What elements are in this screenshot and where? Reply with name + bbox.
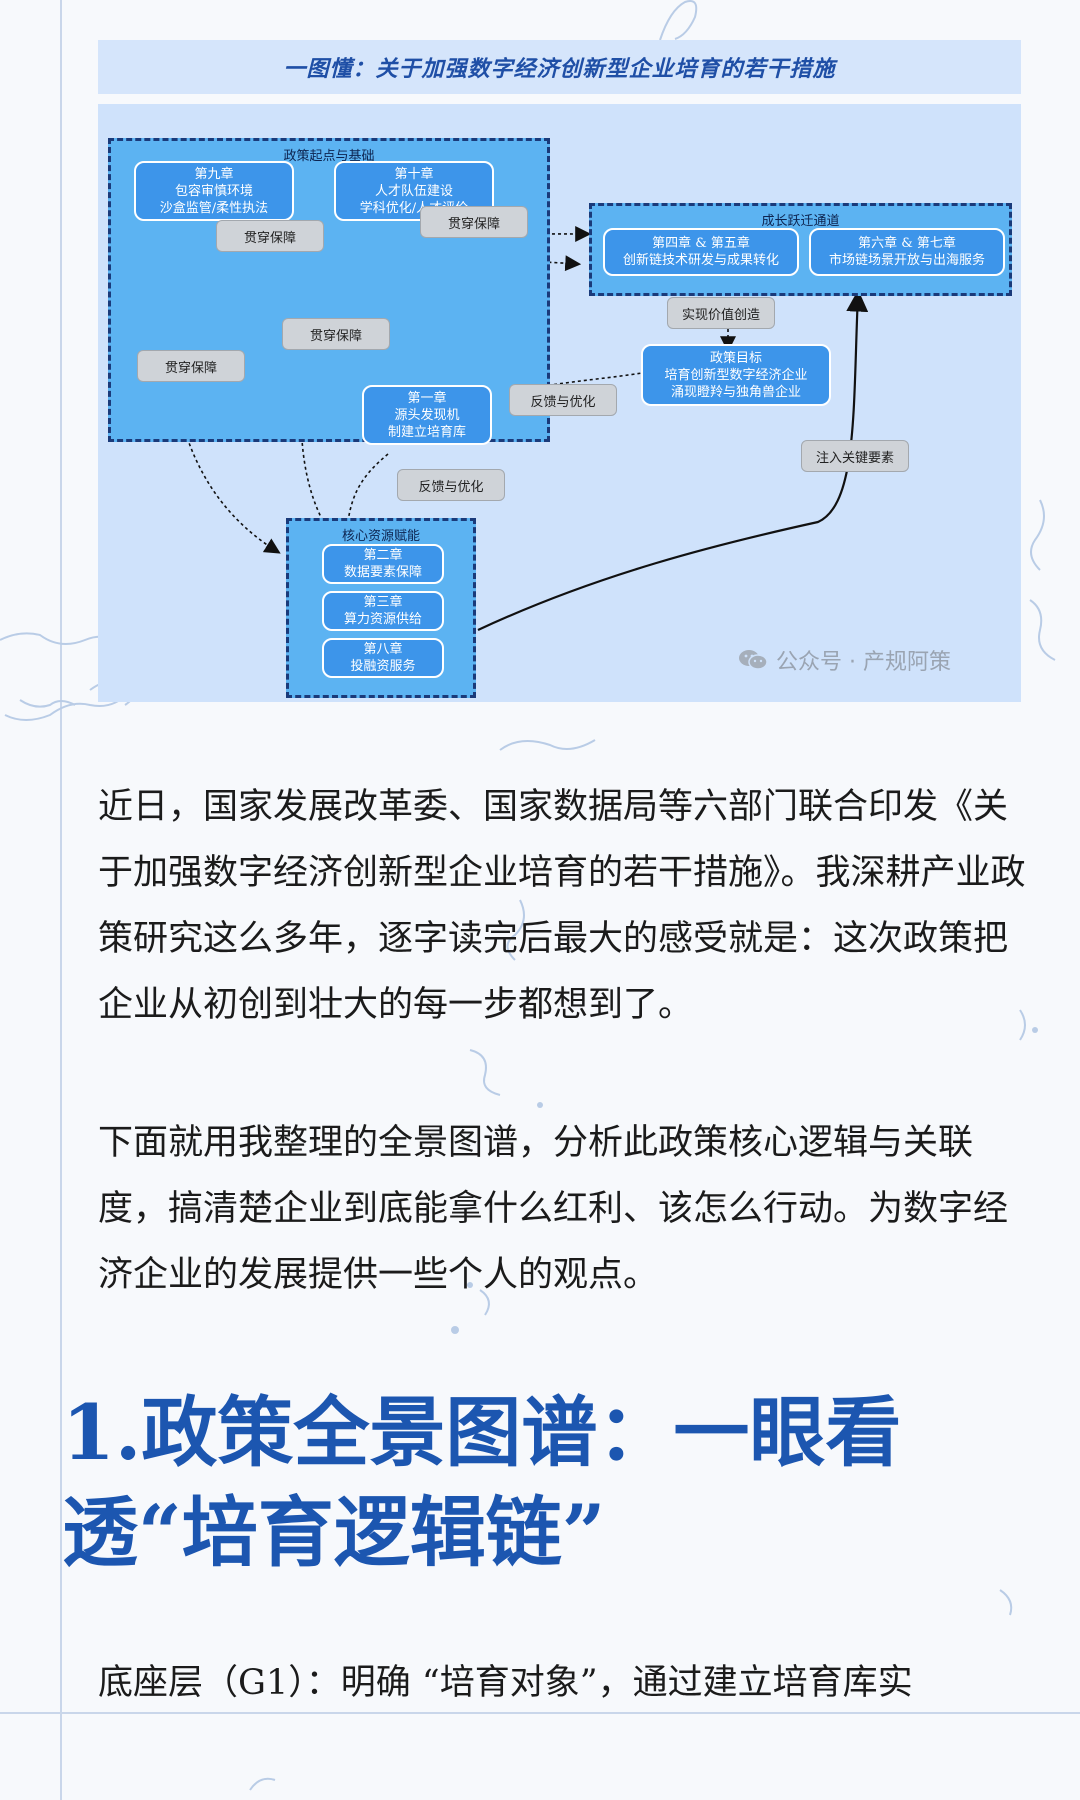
node-line: 人才队伍建设	[374, 183, 453, 199]
node-line: 算力资源供给	[343, 612, 422, 627]
node-policy-goal: 政策目标 培育创新型数字经济企业 涌现瞪羚与独角兽企业	[641, 344, 831, 406]
node-line: 投融资服务	[350, 659, 416, 674]
edge-label-inject: 注入关键要素	[801, 440, 909, 472]
node-line: 第九章	[194, 166, 234, 182]
edge-label-feedback-1: 反馈与优化	[509, 384, 617, 416]
group-label-core-resources: 核心资源赋能	[341, 529, 420, 544]
infographic-title: 一图懂：关于加强数字经济创新型企业培育的若干措施	[98, 40, 1021, 94]
node-line: 第十章	[394, 166, 434, 182]
wechat-icon	[739, 650, 768, 670]
node-line: 第三章	[363, 595, 403, 610]
article-paragraph-1: 近日，国家发展改革委、国家数据局等六部门联合印发《关于加强数字经济创新型企业培育…	[98, 787, 1026, 1025]
watermark-text: 公众号 · 产规阿策	[776, 650, 951, 675]
node-line: 源头发现机	[394, 407, 460, 423]
node-line: 第一章	[407, 390, 447, 406]
edge-label-through-2: 贯穿保障	[420, 206, 528, 238]
node-line: 第二章	[363, 548, 403, 563]
node-line: 涌现瞪羚与独角兽企业	[670, 384, 801, 400]
node-line: 第六章 & 第七章	[858, 236, 956, 251]
node-line: 培育创新型数字经济企业	[664, 367, 808, 383]
group-label-policy-start: 政策起点与基础	[283, 149, 375, 164]
node-line: 政策目标	[709, 350, 762, 366]
infographic-body: 政策起点与基础 成长跃迁通道 核心资源赋能 第九章 包容审慎环境 沙盒监管/柔性…	[98, 104, 1021, 702]
margin-rule-vertical	[60, 0, 62, 1800]
edge-label-through-3: 贯穿保障	[282, 318, 390, 350]
node-chapter-9: 第九章 包容审慎环境 沙盒监管/柔性执法	[134, 161, 294, 221]
node-chapter-1: 第一章 源头发现机 制建立培育库	[362, 385, 492, 445]
node-line: 包容审慎环境	[174, 183, 253, 199]
node-line: 市场链场景开放与出海服务	[828, 253, 985, 268]
node-line: 沙盒监管/柔性执法	[159, 200, 269, 216]
section-heading: 1.政策全景图谱：一眼看透“培育逻辑链”	[62, 1388, 902, 1577]
node-line: 第八章	[363, 642, 403, 657]
wechat-watermark: 公众号 · 产规阿策	[738, 644, 951, 676]
node-line: 第四章 & 第五章	[652, 236, 750, 251]
policy-infographic: 一图懂：关于加强数字经济创新型企业培育的若干措施 政策起点与基础	[98, 40, 1021, 702]
article-paragraph-3: 底座层（G1）：明确 “培育对象”，通过建立培育库实	[98, 1663, 913, 1703]
node-chapter-6-7: 第六章 & 第七章 市场链场景开放与出海服务	[809, 228, 1005, 276]
group-label-growth-channel: 成长跃迁通道	[761, 214, 840, 229]
node-chapter-8: 第八章 投融资服务	[322, 638, 444, 678]
margin-rule-horizontal	[0, 1712, 1080, 1714]
edge-label-feedback-2: 反馈与优化	[397, 469, 505, 501]
node-chapter-3: 第三章 算力资源供给	[322, 591, 444, 631]
node-line: 制建立培育库	[387, 424, 466, 440]
node-line: 创新链技术研发与成果转化	[622, 253, 779, 268]
node-chapter-2: 第二章 数据要素保障	[322, 544, 444, 584]
edge-label-value-creation: 实现价值创造	[667, 297, 775, 329]
edge-label-through-1: 贯穿保障	[216, 220, 324, 252]
node-chapter-4-5: 第四章 & 第五章 创新链技术研发与成果转化	[603, 228, 799, 276]
edge-label-through-4: 贯穿保障	[137, 350, 245, 382]
article-paragraph-2: 下面就用我整理的全景图谱，分析此政策核心逻辑与关联度，搞清楚企业到底能拿什么红利…	[98, 1123, 1009, 1295]
node-line: 数据要素保障	[343, 565, 422, 580]
